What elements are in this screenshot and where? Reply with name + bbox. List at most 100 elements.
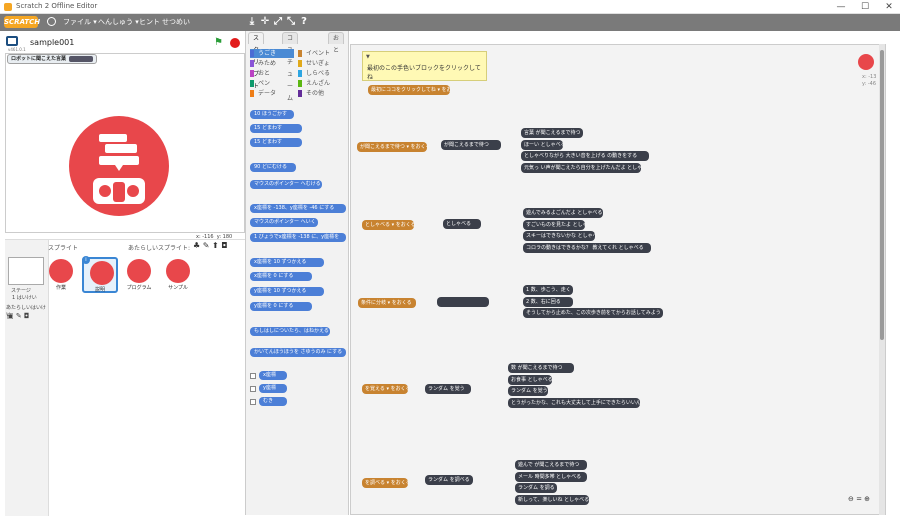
- palette-block[interactable]: 10 ほうごかす: [250, 110, 294, 119]
- category-label: うごき: [258, 50, 277, 57]
- category-1[interactable]: イベント: [298, 49, 330, 58]
- project-name[interactable]: sample001: [30, 38, 75, 47]
- stage-thumbnail[interactable]: [8, 257, 44, 285]
- script-block[interactable]: が聞こえるまで待つ: [441, 140, 501, 150]
- palette-reporter[interactable]: むき: [259, 397, 287, 406]
- shrink-tool-icon[interactable]: ⤡: [287, 16, 295, 27]
- variable-monitor[interactable]: ロボットに聞こえた言葉: [7, 54, 98, 64]
- palette-block[interactable]: 15 どまわす: [250, 124, 302, 133]
- script-block[interactable]: そうしてから止めた、この次歩き前をてからお話してみよう としゃべる: [523, 308, 663, 318]
- category-3[interactable]: せいぎょ: [298, 59, 330, 68]
- script-block[interactable]: 遊んでみるよごんだよ としゃべる: [523, 208, 603, 218]
- tab-scripts[interactable]: スクリプト: [248, 32, 265, 90]
- palette-block[interactable]: y座標を 10 ずつかえる: [250, 287, 324, 296]
- help-tool-icon[interactable]: ?: [301, 16, 307, 27]
- script-block[interactable]: ランダム を調る: [515, 483, 557, 493]
- menu-about[interactable]: せつめい: [162, 18, 190, 26]
- palette-block[interactable]: 15 どまわす: [250, 138, 302, 147]
- maximize-button[interactable]: ☐: [860, 2, 870, 12]
- script-scrollbar[interactable]: [879, 44, 885, 515]
- sprite-card[interactable]: サンプル: [160, 257, 196, 293]
- palette-block[interactable]: x座標を -138、y座標を -46 にする: [250, 204, 346, 213]
- monitor-checkbox[interactable]: [250, 386, 256, 392]
- category-0[interactable]: うごき: [250, 49, 294, 58]
- script-block[interactable]: 1 数、歩こう、走く: [523, 285, 573, 295]
- menu-edit[interactable]: へんしゅう ▾: [98, 18, 139, 26]
- comment-text: 最初のこの手色いブロックをクリックしてね: [367, 65, 481, 81]
- stop-icon[interactable]: [230, 38, 240, 48]
- category-7[interactable]: えんざん: [298, 79, 330, 88]
- script-block[interactable]: メール 時間多帯 としゃべる: [515, 471, 587, 482]
- script-block[interactable]: としゃべりながら 大きい音を上げる の動きをする: [521, 151, 649, 161]
- menu-tips[interactable]: ヒント: [139, 18, 160, 26]
- stage-mode-icon[interactable]: [6, 36, 18, 46]
- palette-block[interactable]: マウスのポインター へいく: [250, 218, 318, 227]
- script-block[interactable]: 数 が聞こえるまで待つ: [508, 363, 574, 373]
- palette-block[interactable]: 90 どにむける: [250, 163, 296, 172]
- language-globe-icon[interactable]: [47, 17, 56, 26]
- script-block[interactable]: 言葉 が聞こえるまで待つ: [521, 128, 583, 138]
- script-block[interactable]: 新しって、楽しいね としゃべる: [515, 494, 589, 505]
- category-9[interactable]: その他: [298, 89, 324, 98]
- tab-costumes[interactable]: コスチューム: [282, 32, 299, 102]
- monitor-checkbox[interactable]: [250, 373, 256, 379]
- script-block[interactable]: [437, 297, 489, 307]
- script-block[interactable]: ほーい としゃべる: [521, 139, 563, 150]
- robot-sprite[interactable]: [69, 116, 169, 216]
- palette-block[interactable]: y座標を 0 にする: [250, 302, 312, 311]
- broadcast-block[interactable]: を覚える ▾ をおくる: [362, 384, 408, 394]
- script-block[interactable]: お食事 としゃべる: [508, 374, 552, 385]
- script-area[interactable]: [350, 44, 886, 515]
- broadcast-block[interactable]: としゃべる ▾ をおくる: [362, 220, 414, 230]
- script-block[interactable]: ランダム を覚う: [425, 384, 471, 394]
- script-block[interactable]: ランダム を調べる: [425, 475, 473, 485]
- menu-file[interactable]: ファイル ▾: [63, 18, 97, 26]
- category-5[interactable]: しらべる: [298, 69, 330, 78]
- category-label: しらべる: [306, 70, 331, 77]
- sprite-card[interactable]: プログラム: [121, 257, 157, 293]
- monitor-checkbox[interactable]: [250, 399, 256, 405]
- info-icon[interactable]: i: [82, 256, 90, 264]
- broadcast-block[interactable]: を調べる ▾ をおくる: [362, 478, 408, 488]
- palette-block[interactable]: かいてんほうほうを さゆうのみ にする: [250, 348, 346, 357]
- script-block[interactable]: スキーはできないかな としゃべる: [523, 231, 595, 241]
- category-8[interactable]: データ: [250, 89, 276, 98]
- script-block[interactable]: とうがったかな、これも大丈夫して上手にできたらいいんだよ としゃべる: [508, 397, 640, 408]
- tab-sounds[interactable]: おと: [328, 32, 345, 54]
- category-6[interactable]: ペン: [250, 79, 270, 88]
- duplicate-tool-icon[interactable]: ⤓: [249, 16, 255, 27]
- palette-reporter[interactable]: y座標: [259, 384, 287, 393]
- palette-block[interactable]: x座標を 10 ずつかえる: [250, 258, 324, 267]
- broadcast-block[interactable]: 最初にココをクリックしてね ▾ をおくる: [368, 85, 450, 95]
- comment-collapse-icon[interactable]: ▼: [366, 54, 370, 60]
- category-4[interactable]: おと: [250, 69, 270, 78]
- script-block[interactable]: としゃべる: [443, 219, 481, 229]
- broadcast-block[interactable]: が聞こえるまで待つ ▾ をおくる: [357, 142, 427, 152]
- minimize-button[interactable]: —: [836, 2, 846, 12]
- delete-tool-icon[interactable]: ✛: [260, 16, 270, 27]
- category-label: みため: [258, 60, 277, 67]
- script-block[interactable]: コロラの動きはできるかな？ 教えてくれ としゃべる: [523, 242, 651, 253]
- script-comment[interactable]: ▼ 最初のこの手色いブロックをクリックしてね: [362, 51, 487, 81]
- script-block[interactable]: 遊んで が聞こえるまで待つ: [515, 460, 587, 470]
- scroll-thumb[interactable]: [880, 50, 884, 340]
- palette-block[interactable]: x座標を 0 にする: [250, 272, 312, 281]
- broadcast-block[interactable]: 条件に分岐 ▾ をおくる: [358, 298, 416, 308]
- script-block[interactable]: 2 数、右に回る: [523, 296, 573, 307]
- new-sprite-tools-icon[interactable]: ♣ ✎ ⬆ ◘: [193, 241, 228, 250]
- palette-block[interactable]: もしはしについたら、はねかえる: [250, 327, 330, 336]
- sprite-card[interactable]: 作業: [43, 257, 79, 293]
- green-flag-icon[interactable]: ⚑: [214, 37, 223, 48]
- close-button[interactable]: ✕: [885, 2, 893, 12]
- grow-tool-icon[interactable]: ⤢: [274, 16, 282, 27]
- script-block[interactable]: すごいものを見たよ としゃべる: [523, 219, 585, 230]
- backdrop-tools-icon[interactable]: ▣ ✎ ◘: [7, 312, 30, 320]
- script-block[interactable]: 元気っ い声が聞こえたら自分を上げたんだよ としゃべる: [521, 162, 641, 173]
- script-block[interactable]: ランダム を覚う: [508, 386, 548, 396]
- zoom-controls[interactable]: ⊖ = ⊕: [848, 495, 871, 503]
- palette-block[interactable]: マウスのポインター へむける: [250, 180, 322, 189]
- palette-reporter[interactable]: x座標: [259, 371, 287, 380]
- palette-block[interactable]: 1 びょうでx座標を -138 に、y座標を: [250, 233, 346, 242]
- category-2[interactable]: みため: [250, 59, 276, 68]
